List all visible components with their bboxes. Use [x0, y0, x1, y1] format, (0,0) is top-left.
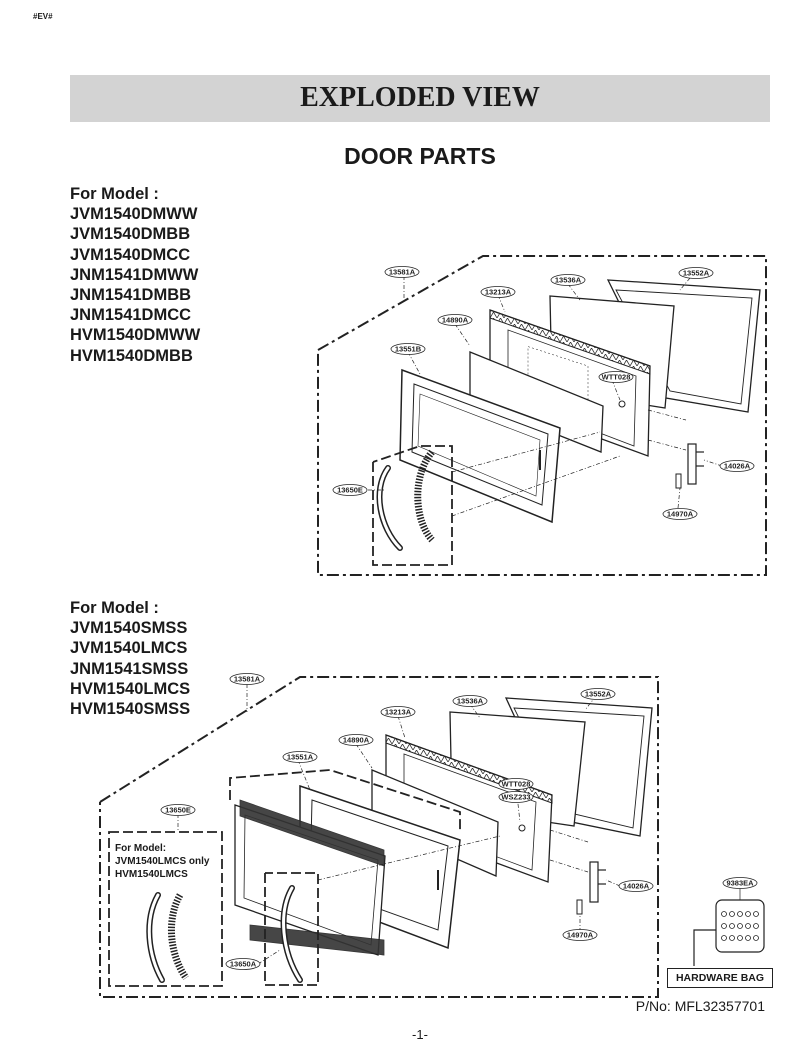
- label-14970A: 14970A: [667, 510, 694, 519]
- label-13213A: 13213A: [385, 708, 412, 717]
- model-item: JVM1540DMCC: [70, 245, 191, 264]
- diagram-2: 13581A 13213A 13536A 13552A 14890A 13551…: [99, 673, 765, 998]
- label-13536A: 13536A: [457, 697, 484, 706]
- label-13536A: 13536A: [555, 276, 582, 285]
- model-item: JNM1541DMBB: [70, 286, 192, 305]
- model-heading: For Model :: [70, 185, 159, 203]
- label-14026A: 14026A: [623, 882, 650, 891]
- label-13650E: 13650E: [165, 806, 191, 815]
- model-item: JVM1540DMBB: [70, 225, 191, 244]
- label-13213A: 13213A: [485, 288, 512, 297]
- part-9383EA-bag: [693, 888, 765, 966]
- model-item: HVM1540SMSS: [70, 700, 191, 719]
- label-14970A: 14970A: [567, 931, 594, 940]
- label-WSZ233: WSZ233: [501, 793, 530, 802]
- part-13650A-handle: [280, 885, 303, 983]
- variant-note-box: [108, 831, 223, 987]
- label-13581A: 13581A: [234, 675, 261, 684]
- part-14890A-sheet: [371, 769, 499, 877]
- model-item: JNM1541DMWW: [70, 265, 199, 284]
- title-bar: EXPLODED VIEW: [70, 75, 770, 122]
- model-list-1: For Model : JVM1540DMWW JVM1540DMBB JVM1…: [70, 184, 200, 366]
- label-13552A: 13552A: [585, 690, 612, 699]
- label-13551B: 13551B: [395, 345, 422, 354]
- label-14890A: 14890A: [442, 316, 469, 325]
- model-item: HVM1540DMWW: [70, 326, 201, 345]
- part-13650E-handle: [376, 449, 435, 551]
- note-line: HVM1540LMCS: [115, 869, 188, 880]
- label-13552A: 13552A: [683, 269, 710, 278]
- model-item: JNM1541SMSS: [70, 659, 189, 678]
- part-14026A-hinge: [576, 861, 606, 915]
- hardware-bag-label: HARDWARE BAG: [667, 968, 773, 988]
- label-13650E: 13650E: [337, 486, 363, 495]
- part-14026A-hinge: [675, 443, 704, 489]
- label-14026A: 14026A: [724, 462, 751, 471]
- label-WTT028: WTT028: [602, 373, 631, 382]
- model-heading: For Model :: [70, 599, 159, 617]
- model-item: JVM1540LMCS: [70, 639, 188, 658]
- section-title: DOOR PARTS: [344, 143, 496, 169]
- label-13650A: 13650A: [230, 960, 257, 969]
- model-item: JVM1540DMWW: [70, 205, 198, 224]
- part-13650E-handles: [146, 892, 189, 983]
- label-13581A: 13581A: [389, 268, 416, 277]
- note-line: JVM1540LMCS only: [115, 856, 210, 867]
- note-line: For Model:: [115, 843, 167, 854]
- label-9383EA: 9383EA: [726, 879, 754, 888]
- page-number: -1-: [412, 1027, 428, 1042]
- model-item: JVM1540SMSS: [70, 619, 188, 638]
- part-labels-2: 13581A 13213A 13536A 13552A 14890A 13551…: [160, 673, 758, 970]
- model-item: HVM1540DMBB: [70, 346, 193, 365]
- label-13551A: 13551A: [287, 753, 314, 762]
- page-title: EXPLODED VIEW: [300, 82, 540, 113]
- variant-note: For Model: JVM1540LMCS only HVM1540LMCS: [115, 842, 209, 881]
- model-item: HVM1540LMCS: [70, 679, 191, 698]
- label-WTT028: WTT028: [502, 780, 531, 789]
- label-14890A: 14890A: [343, 736, 370, 745]
- part-number: P/No: MFL32357701: [635, 998, 765, 1014]
- part-14890A-sheet: [469, 351, 604, 453]
- part-labels-1: 13581A 13213A 13536A 13552A 14890A 13551…: [332, 266, 755, 520]
- part-13551B-frame: [399, 368, 561, 524]
- model-list-2: For Model : JVM1540SMSS JVM1540LMCS JNM1…: [70, 598, 190, 719]
- document-tag: #EV#: [33, 12, 53, 21]
- diagram-1: 13581A 13213A 13536A 13552A 14890A 13551…: [317, 255, 767, 576]
- model-item: JNM1541DMCC: [70, 306, 192, 325]
